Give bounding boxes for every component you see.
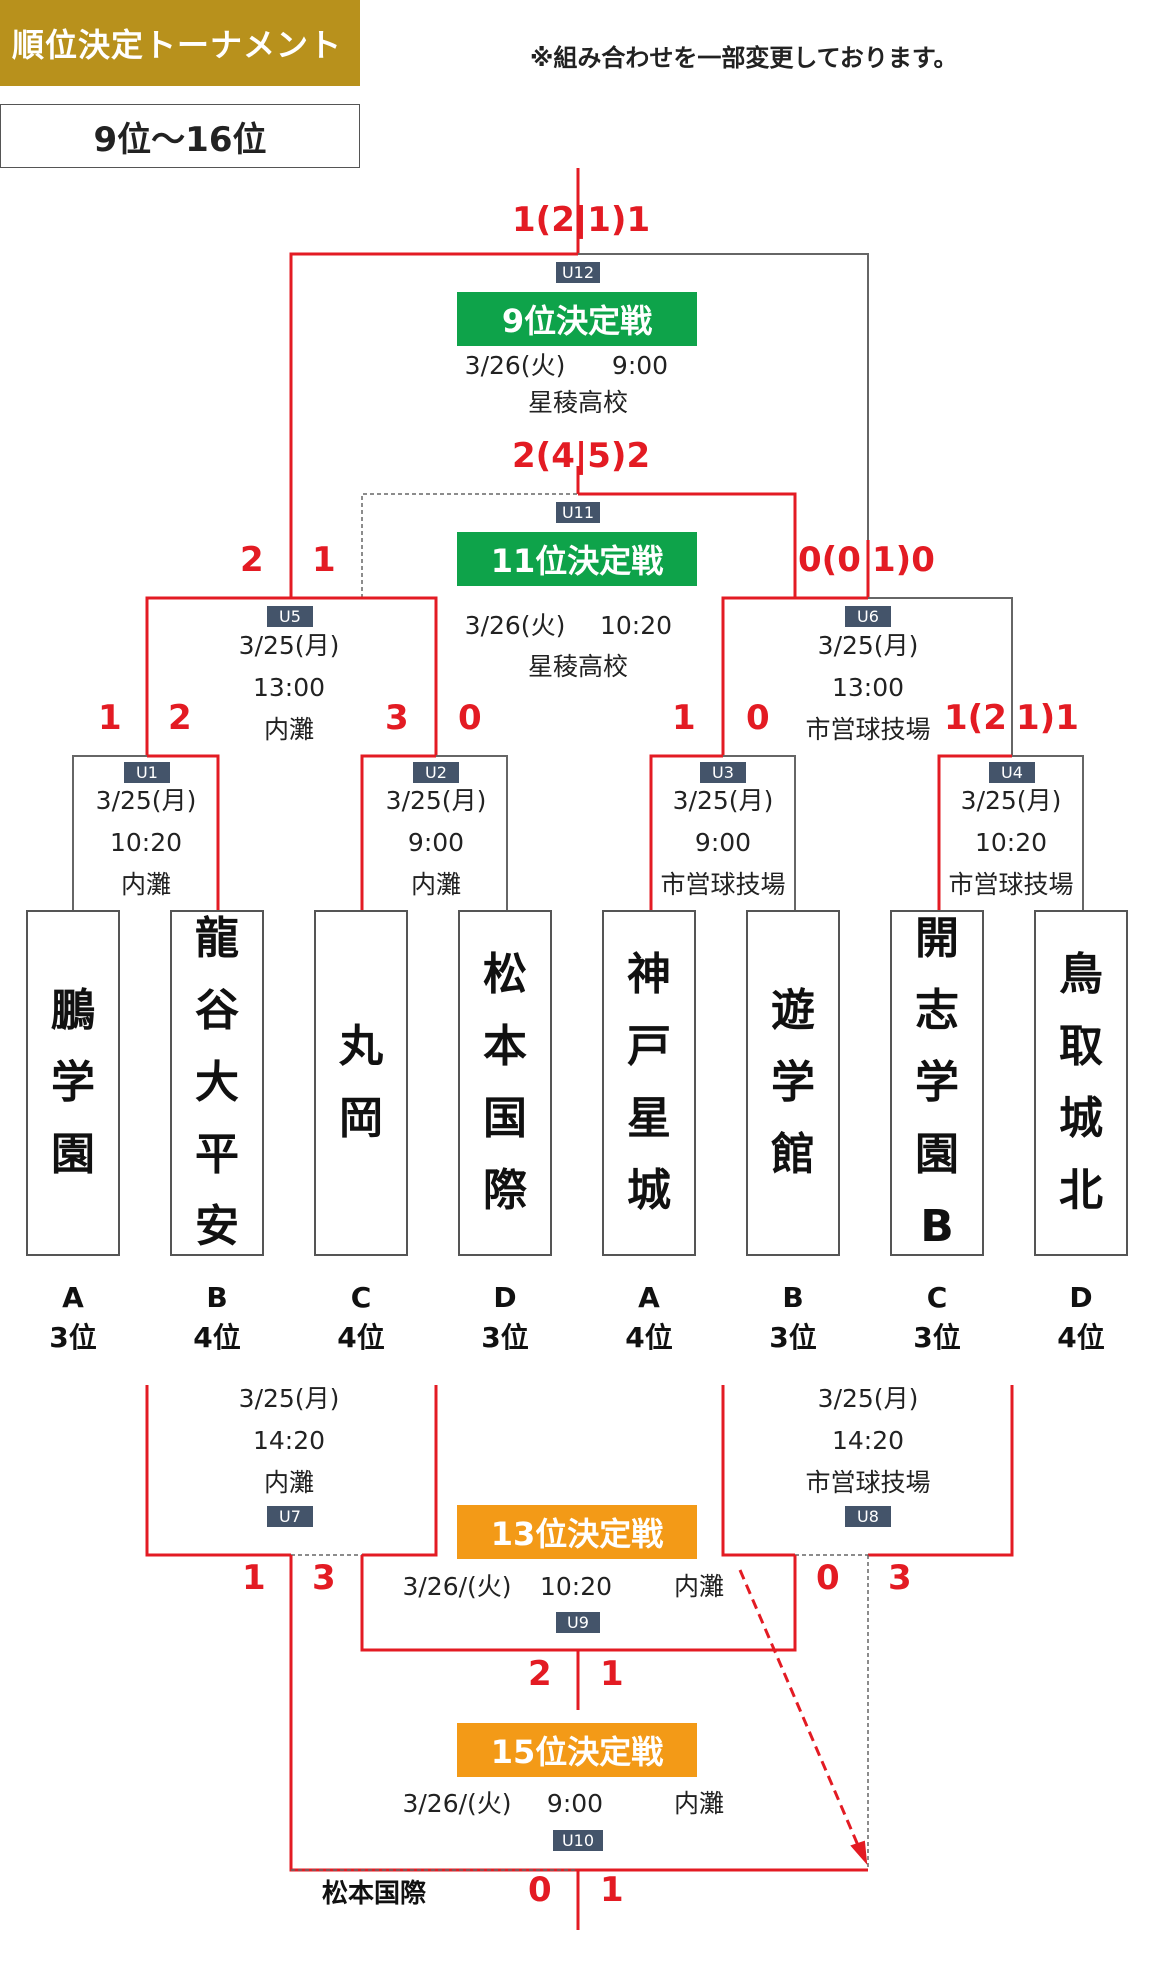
team-card: 神戸星城 — [602, 910, 696, 1256]
u8-score-right: 3 — [888, 1558, 912, 1598]
u4-date: 3/25(月) — [960, 786, 1062, 815]
u6-time: 13:00 — [831, 673, 905, 702]
u12-time: 9:00 — [611, 351, 669, 380]
u2-venue: 内灘 — [410, 870, 461, 899]
u3-score-left: 1 — [672, 698, 696, 738]
u5-venue: 内灘 — [263, 715, 314, 744]
u8-date: 3/25(月) — [817, 1384, 919, 1413]
u8-venue: 市営球技場 — [805, 1468, 931, 1497]
u3-date: 3/25(月) — [672, 786, 774, 815]
u12-code: U12 — [556, 262, 600, 283]
u11-date: 3/26(火) — [464, 611, 566, 640]
u4-score-right: 1)1 — [1016, 698, 1079, 738]
range-label: 9位〜16位 — [0, 104, 360, 168]
u4-time: 10:20 — [974, 828, 1048, 857]
u1-date: 3/25(月) — [95, 786, 197, 815]
u5-score-left: 2 — [240, 540, 264, 580]
u5-time: 13:00 — [252, 673, 326, 702]
u3-score-right: 0 — [746, 698, 770, 738]
u10-date: 3/26/(火) — [402, 1789, 512, 1818]
u9-venue: 内灘 — [673, 1572, 724, 1601]
u10-venue: 内灘 — [673, 1789, 724, 1818]
u1-time: 10:20 — [109, 828, 183, 857]
u11-score: 2(4|5)2 — [512, 436, 651, 476]
page-title: 順位決定トーナメント — [0, 0, 360, 86]
u11-time: 10:20 — [599, 611, 673, 640]
u2-score-left: 3 — [385, 698, 409, 738]
u8-code: U8 — [845, 1506, 891, 1527]
u3-time: 9:00 — [694, 828, 752, 857]
u4-score-left: 1(2 — [944, 698, 1007, 738]
u9-date: 3/26/(火) — [402, 1572, 512, 1601]
u3-code: U3 — [700, 762, 746, 783]
u8-score-left: 0 — [816, 1558, 840, 1598]
team-card: 松本国際 — [458, 910, 552, 1256]
u6-score-right: 1)0 — [872, 540, 935, 580]
u7-time: 14:20 — [252, 1426, 326, 1455]
u2-date: 3/25(月) — [385, 786, 487, 815]
u11-title: 11位決定戦 — [457, 532, 697, 586]
u10-code: U10 — [553, 1830, 603, 1851]
u6-date: 3/25(月) — [817, 631, 919, 660]
u6-code: U6 — [845, 606, 891, 627]
u3-venue: 市営球技場 — [660, 870, 786, 899]
team-card: 龍谷大平安 — [170, 910, 264, 1256]
u5-score-right: 1 — [312, 540, 336, 580]
u5-date: 3/25(月) — [238, 631, 340, 660]
u7-score-left: 1 — [242, 1558, 266, 1598]
u10-title: 15位決定戦 — [457, 1723, 697, 1777]
u12-title: 9位決定戦 — [457, 292, 697, 346]
u9-code: U9 — [556, 1612, 600, 1633]
u2-time: 9:00 — [407, 828, 465, 857]
u11-code: U11 — [556, 502, 600, 523]
u8-time: 14:20 — [831, 1426, 905, 1455]
u10-left-team: 松本国際 — [322, 1879, 427, 1909]
u12-score: 1(2|1)1 — [512, 200, 651, 240]
u10-score-left: 0 — [528, 1870, 552, 1910]
team-card: 遊学館 — [746, 910, 840, 1256]
u1-code: U1 — [124, 762, 170, 783]
u12-date: 3/26(火) — [464, 351, 566, 380]
u7-score-right: 3 — [312, 1558, 336, 1598]
u2-code: U2 — [413, 762, 459, 783]
u4-venue: 市営球技場 — [948, 870, 1074, 899]
u2-score-right: 0 — [458, 698, 482, 738]
u6-score-left: 0(0 — [798, 540, 861, 580]
u11-venue: 星稜高校 — [527, 652, 628, 681]
u9-score-right: 1 — [600, 1654, 624, 1694]
u12-venue: 星稜高校 — [527, 388, 628, 417]
u1-venue: 内灘 — [120, 870, 171, 899]
u10-score-right: 1 — [600, 1870, 624, 1910]
u5-code: U5 — [267, 606, 313, 627]
team-card: 丸岡 — [314, 910, 408, 1256]
team-card: 鳥取城北 — [1034, 910, 1128, 1256]
u1-score-left: 1 — [98, 698, 122, 738]
u7-date: 3/25(月) — [238, 1384, 340, 1413]
notice-text: ※組み合わせを一部変更しております。 — [530, 44, 958, 72]
u9-score-left: 2 — [528, 1654, 552, 1694]
u9-time: 10:20 — [539, 1572, 613, 1601]
u7-code: U7 — [267, 1506, 313, 1527]
u10-time: 9:00 — [546, 1789, 604, 1818]
u4-code: U4 — [989, 762, 1035, 783]
u9-title: 13位決定戦 — [457, 1505, 697, 1559]
team-card: 鵬学園 — [26, 910, 120, 1256]
u6-venue: 市営球技場 — [805, 715, 931, 744]
u1-score-right: 2 — [168, 698, 192, 738]
u7-venue: 内灘 — [263, 1468, 314, 1497]
